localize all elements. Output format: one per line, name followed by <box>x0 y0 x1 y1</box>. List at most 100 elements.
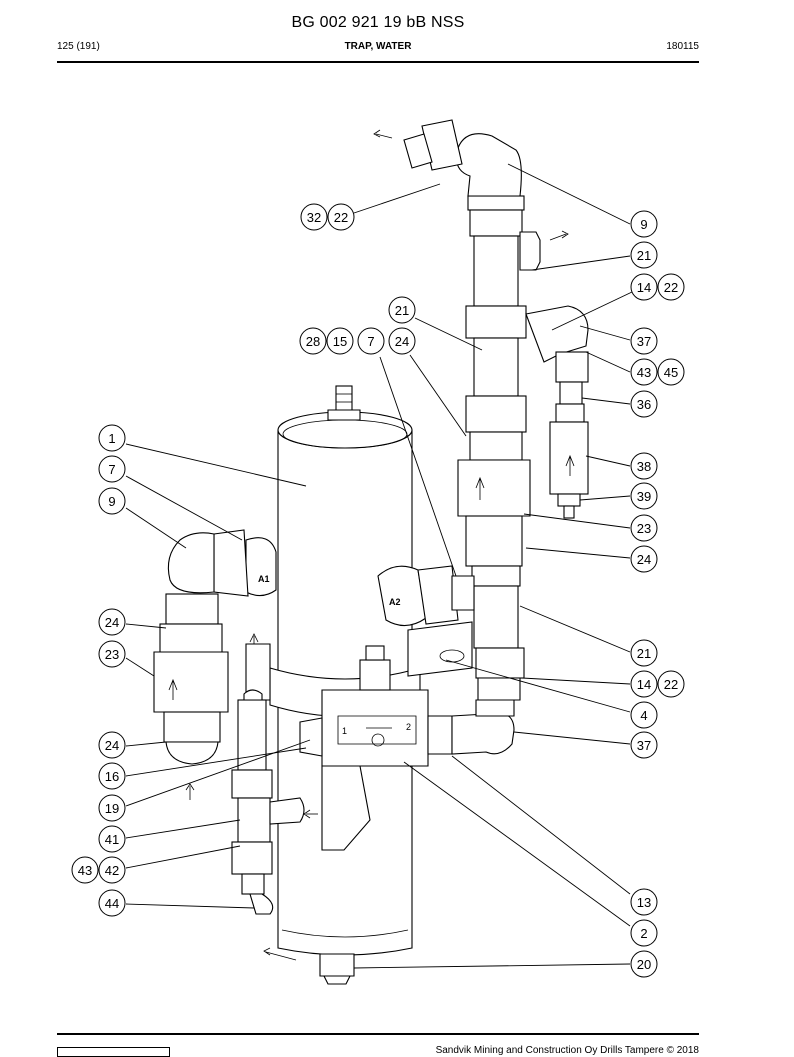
balloon-14-lower: 14 <box>630 670 658 698</box>
svg-text:14: 14 <box>637 677 651 692</box>
balloon-21-c: 21 <box>630 639 658 667</box>
balloon-43-left: 43 <box>71 856 99 884</box>
balloon-32: 32 <box>300 203 328 231</box>
svg-text:13: 13 <box>637 895 651 910</box>
sandvik-logo <box>57 1047 170 1057</box>
balloon-41: 41 <box>98 825 126 853</box>
balloon-13: 13 <box>630 888 658 916</box>
svg-text:2: 2 <box>640 926 647 941</box>
balloon-37-upper: 37 <box>630 327 658 355</box>
svg-text:39: 39 <box>637 489 651 504</box>
balloon-39: 39 <box>630 482 658 510</box>
balloon-24-left-lower: 24 <box>98 731 126 759</box>
svg-text:37: 37 <box>637 738 651 753</box>
balloon-24-top: 24 <box>388 327 416 355</box>
balloon-16: 16 <box>98 762 126 790</box>
svg-text:23: 23 <box>105 647 119 662</box>
vertical-pipe-assembly <box>457 195 541 701</box>
header-rule <box>57 61 699 63</box>
balloon-24-left-upper: 24 <box>98 608 126 636</box>
balloon-20: 20 <box>630 950 658 978</box>
svg-text:45: 45 <box>664 365 678 380</box>
svg-text:37: 37 <box>637 334 651 349</box>
balloon-9-left: 9 <box>98 487 126 515</box>
svg-text:20: 20 <box>637 957 651 972</box>
bowl-top-plug <box>327 385 361 421</box>
svg-text:43: 43 <box>78 863 92 878</box>
balloon-36: 36 <box>630 390 658 418</box>
svg-text:19: 19 <box>105 801 119 816</box>
svg-text:15: 15 <box>333 334 347 349</box>
svg-text:9: 9 <box>640 217 647 232</box>
svg-text:28: 28 <box>306 334 320 349</box>
balloon-43-right: 43 <box>630 358 658 386</box>
balloon-28: 28 <box>299 327 327 355</box>
page-number: 125 (191) <box>57 41 100 52</box>
svg-text:22: 22 <box>334 210 348 225</box>
balloon-24-right: 24 <box>630 545 658 573</box>
balloon-7-top: 7 <box>357 327 385 355</box>
balloon-21-a: 21 <box>630 241 658 269</box>
balloon-21-b: 21 <box>388 296 416 324</box>
balloon-15: 15 <box>326 327 354 355</box>
footer-rule <box>57 1033 699 1035</box>
document-title: BG 002 921 19 bB NSS <box>291 14 465 31</box>
svg-text:24: 24 <box>105 738 119 753</box>
svg-text:24: 24 <box>395 334 409 349</box>
svg-text:42: 42 <box>105 863 119 878</box>
a2-connection: A2 <box>377 565 475 627</box>
svg-text:7: 7 <box>108 462 115 477</box>
svg-text:43: 43 <box>637 365 651 380</box>
balloon-4: 4 <box>630 701 658 729</box>
svg-text:22: 22 <box>664 677 678 692</box>
left-pipe-column <box>153 593 229 765</box>
footer-copyright: Sandvik Mining and Construction Oy Drill… <box>435 1045 699 1056</box>
svg-text:21: 21 <box>395 303 409 318</box>
balloon-22-lower-right: 22 <box>657 670 685 698</box>
svg-text:36: 36 <box>637 397 651 412</box>
svg-text:32: 32 <box>307 210 321 225</box>
water-trap-bowl <box>269 411 421 956</box>
balloon-23-right: 23 <box>630 514 658 542</box>
valve-port-1: 1 <box>342 726 347 736</box>
svg-text:24: 24 <box>105 615 119 630</box>
section-title: TRAP, WATER <box>344 41 412 52</box>
document-date: 180115 <box>666 41 699 52</box>
svg-text:38: 38 <box>637 459 651 474</box>
svg-text:41: 41 <box>105 832 119 847</box>
svg-text:4: 4 <box>640 708 647 723</box>
balloon-9-right: 9 <box>630 210 658 238</box>
port-label-a2: A2 <box>389 597 401 607</box>
balloon-44: 44 <box>98 889 126 917</box>
balloon-14-upper: 14 <box>630 273 658 301</box>
svg-text:21: 21 <box>637 646 651 661</box>
svg-text:16: 16 <box>105 769 119 784</box>
balloon-7-left: 7 <box>98 455 126 483</box>
balloon-38: 38 <box>630 452 658 480</box>
flow-arrows <box>185 129 569 961</box>
balloon-22-top: 22 <box>327 203 355 231</box>
svg-text:24: 24 <box>637 552 651 567</box>
a1-connection: A1 <box>167 529 277 597</box>
balloon-1: 1 <box>98 424 126 452</box>
svg-text:21: 21 <box>637 248 651 263</box>
balloon-45: 45 <box>657 358 685 386</box>
svg-text:44: 44 <box>105 896 119 911</box>
svg-text:9: 9 <box>108 494 115 509</box>
valve-port-2: 2 <box>406 722 411 732</box>
svg-text:23: 23 <box>637 521 651 536</box>
balloon-22-upper-right: 22 <box>657 273 685 301</box>
port-label-a1: A1 <box>258 574 270 584</box>
balloon-19: 19 <box>98 794 126 822</box>
top-elbow-fitting <box>403 119 522 197</box>
balloon-42: 42 <box>98 856 126 884</box>
leader-lines <box>125 163 633 969</box>
svg-text:1: 1 <box>108 431 115 446</box>
valve-block: 1 2 <box>299 645 515 851</box>
bottom-drain-plug <box>319 953 355 985</box>
drain-line <box>231 689 318 915</box>
right-branch-filter <box>525 305 589 519</box>
svg-text:14: 14 <box>637 280 651 295</box>
svg-text:22: 22 <box>664 280 678 295</box>
